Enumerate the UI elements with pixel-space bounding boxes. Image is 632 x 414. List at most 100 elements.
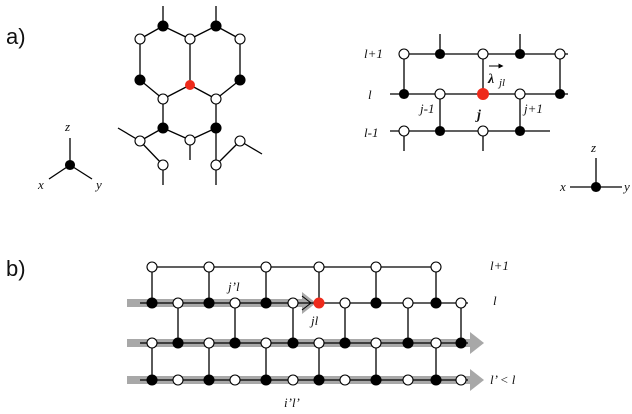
open-site (234, 33, 246, 45)
open-site (370, 337, 382, 349)
filled-site (370, 374, 382, 386)
axis-x-label-right: x (559, 179, 566, 194)
axis-x-label: x (37, 177, 44, 192)
open-site (260, 337, 272, 349)
b-row-l-plus-1-label: l+1 (490, 258, 509, 273)
axis-y-label: y (94, 177, 102, 192)
filled-site (260, 374, 272, 386)
filled-site (339, 337, 351, 349)
open-site (398, 48, 410, 60)
open-site (134, 135, 146, 147)
filled-site (370, 297, 382, 309)
filled-site (514, 125, 526, 137)
open-site (339, 297, 351, 309)
b-row-l-label: l (493, 293, 497, 308)
panel-a-label: a) (6, 24, 26, 49)
honeycomb-bond (215, 140, 241, 166)
open-site (313, 261, 325, 273)
open-site (430, 337, 442, 349)
open-site (313, 337, 325, 349)
open-site (455, 297, 467, 309)
open-site (229, 374, 241, 386)
open-site (157, 93, 169, 105)
filled-site (229, 337, 241, 349)
panel-b-lattice (127, 261, 484, 391)
lambda-symbol: λ (487, 72, 494, 87)
site-j-plus-1-label: j+1 (522, 101, 543, 116)
filled-site (554, 88, 566, 100)
axis-z-label-right: z (590, 140, 596, 155)
filled-site (203, 374, 215, 386)
site-j-label: j (475, 108, 481, 123)
pointer-chevron (301, 295, 312, 311)
open-site (234, 135, 246, 147)
filled-site (210, 122, 222, 134)
open-site (514, 88, 526, 100)
filled-site (434, 125, 446, 137)
row-l-minus-1-label: l-1 (364, 125, 378, 140)
highlighted-site (185, 80, 195, 90)
b-site-jprime-l-label: j’l (226, 279, 240, 294)
axes-left: z x y (37, 119, 102, 192)
open-site (554, 48, 566, 60)
b-site-jl-label: jl (309, 313, 319, 328)
filled-site (203, 297, 215, 309)
open-site (172, 374, 184, 386)
filled-site (398, 88, 410, 100)
filled-site (434, 48, 446, 60)
brick-lattice (390, 34, 568, 151)
axis-y-label-right: y (622, 179, 630, 194)
open-site (402, 374, 414, 386)
open-site (402, 297, 414, 309)
open-site (477, 125, 489, 137)
open-site (260, 261, 272, 273)
open-site (339, 374, 351, 386)
row-l-plus-1-label: l+1 (364, 46, 383, 61)
row-l-label: l (368, 87, 372, 102)
lambda-subscript: jl (497, 77, 505, 89)
site-j-minus-1-label: j-1 (418, 101, 434, 116)
filled-site (172, 337, 184, 349)
filled-site (157, 122, 169, 134)
honeycomb-lattice (117, 6, 263, 185)
open-site (184, 33, 196, 45)
lambda-vector-label: λ jl (487, 63, 505, 89)
filled-site (430, 374, 442, 386)
filled-site (402, 337, 414, 349)
open-site (398, 125, 410, 137)
b-site-iprime-lprime-label: i’l’ (284, 395, 300, 410)
open-site (184, 134, 196, 146)
filled-site (287, 337, 299, 349)
filled-site (146, 297, 158, 309)
filled-site (260, 297, 272, 309)
open-site (146, 261, 158, 273)
flow-arrowhead (470, 332, 484, 354)
open-site (287, 297, 299, 309)
filled-site (234, 74, 246, 86)
filled-site (146, 374, 158, 386)
open-site (370, 261, 382, 273)
open-site (134, 33, 146, 45)
highlighted-site (313, 297, 325, 309)
open-site (146, 337, 158, 349)
highlighted-site (477, 88, 489, 100)
open-site (287, 374, 299, 386)
b-row-lprime-label: l’ < l (490, 372, 516, 387)
open-site (434, 88, 446, 100)
filled-site (313, 374, 325, 386)
open-site (229, 297, 241, 309)
open-site (430, 261, 442, 273)
open-site (172, 297, 184, 309)
axes-right: z x y (559, 140, 630, 194)
open-site (203, 337, 215, 349)
panel-b-label: b) (6, 256, 26, 281)
filled-site (455, 337, 467, 349)
open-site (210, 93, 222, 105)
filled-site (514, 48, 526, 60)
open-site (157, 159, 169, 171)
open-site (455, 374, 467, 386)
filled-site (134, 74, 146, 86)
filled-site (210, 20, 222, 32)
flow-arrowhead (470, 369, 484, 391)
